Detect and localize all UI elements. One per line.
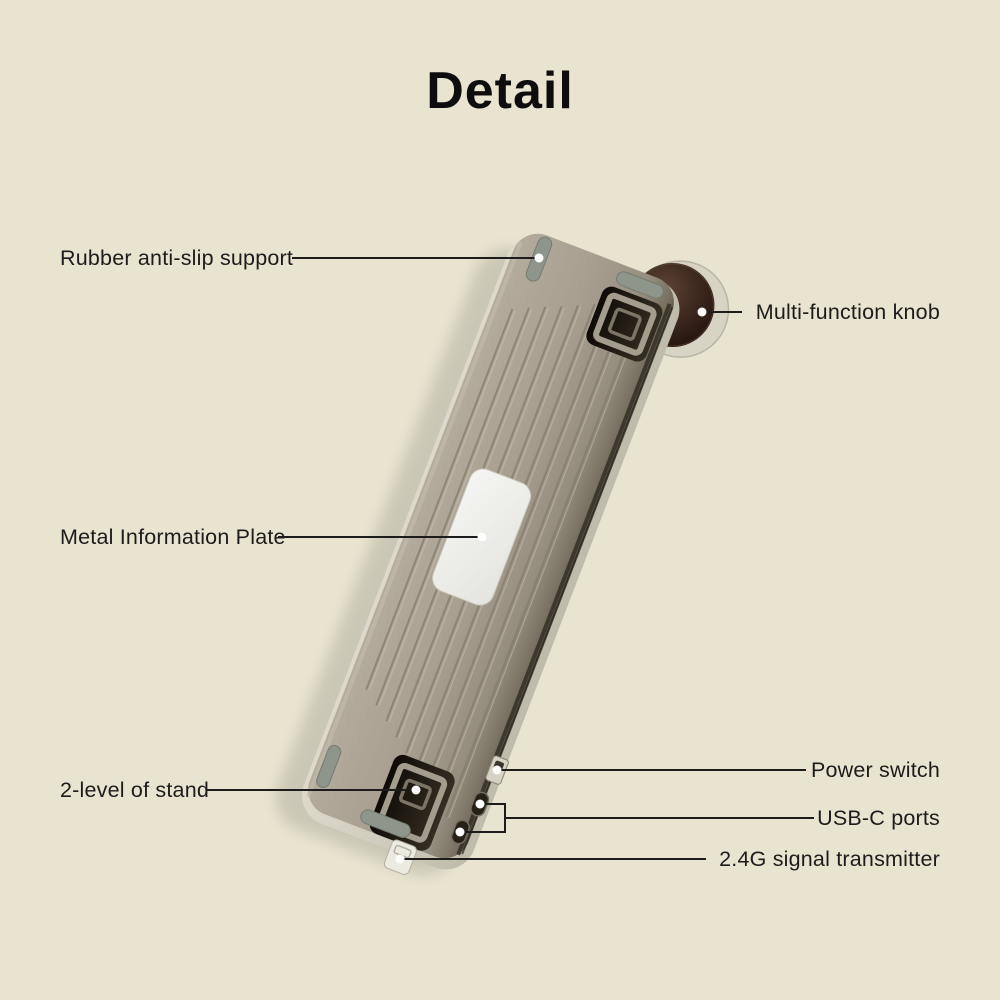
label-two-level-stand: 2-level of stand — [60, 778, 210, 802]
dot-power-switch — [492, 765, 502, 775]
dot-plate — [477, 532, 487, 542]
left-edge-highlight — [306, 241, 523, 798]
label-power-switch: Power switch — [810, 758, 940, 782]
dot-usb-port-1 — [475, 799, 485, 809]
callout-lines — [206, 257, 814, 860]
label-usb-c-ports: USB-C ports — [817, 806, 940, 830]
rubber-foot-top-right — [616, 271, 664, 299]
label-metal-information-plate: Metal Information Plate — [60, 525, 286, 549]
label-multi-function-knob: Multi-function knob — [755, 300, 940, 324]
rubber-foot-bottom-left — [316, 745, 342, 788]
page-title: Detail — [426, 61, 574, 120]
label-signal-transmitter: 2.4G signal transmitter — [719, 847, 940, 871]
dot-transmitter — [395, 854, 405, 864]
dot-knob — [697, 307, 707, 317]
flip-out-stand-upper — [586, 286, 663, 362]
callout-dots — [395, 253, 707, 864]
dot-rubber-support — [534, 253, 544, 263]
label-rubber-anti-slip-support: Rubber anti-slip support — [60, 246, 294, 270]
keyboard-group — [275, 233, 730, 876]
dot-stand — [411, 785, 421, 795]
rubber-foot-bottom-right — [360, 809, 411, 838]
callout-bracket-usb-ports — [460, 803, 814, 833]
dot-usb-port-2 — [455, 827, 465, 837]
